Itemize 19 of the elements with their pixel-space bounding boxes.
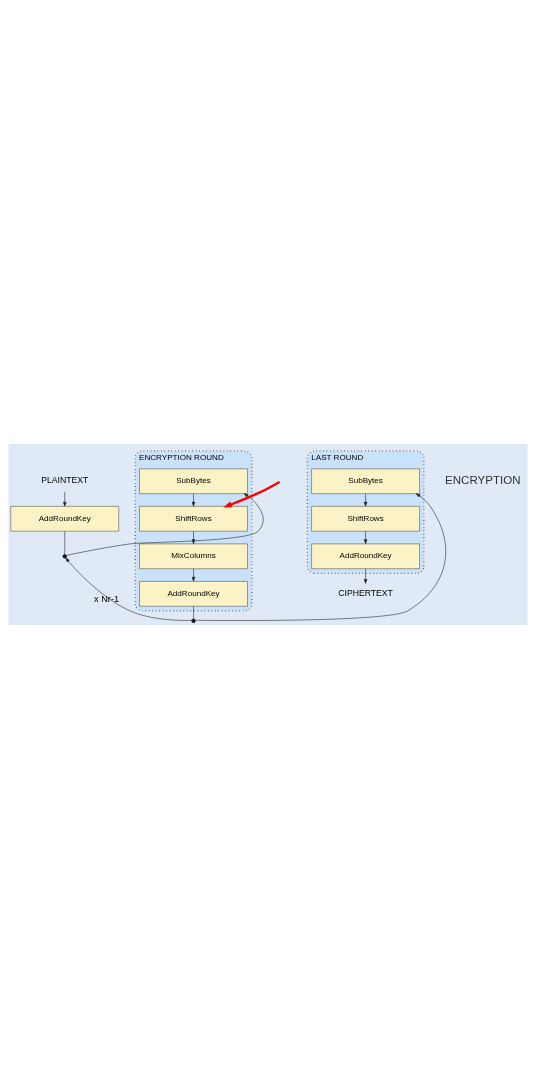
arrow <box>65 557 192 621</box>
node-text: PLAINTEXT <box>41 474 89 485</box>
arrow <box>63 490 67 506</box>
connector <box>64 530 66 555</box>
node-circle <box>62 553 67 558</box>
connector <box>193 605 194 619</box>
edge-label: x Nr-1 <box>94 593 120 604</box>
arrow <box>66 492 264 556</box>
arrow <box>363 492 368 506</box>
arrow <box>363 530 368 544</box>
arrow <box>223 480 281 508</box>
arrow <box>191 530 196 544</box>
arrow <box>195 492 446 621</box>
label: ENCRYPTION <box>445 473 521 486</box>
arrow <box>191 568 196 581</box>
node-text: CIPHERTEXT <box>338 587 393 598</box>
arrow <box>191 492 196 506</box>
arrow <box>363 568 368 584</box>
node-circle <box>191 618 196 623</box>
